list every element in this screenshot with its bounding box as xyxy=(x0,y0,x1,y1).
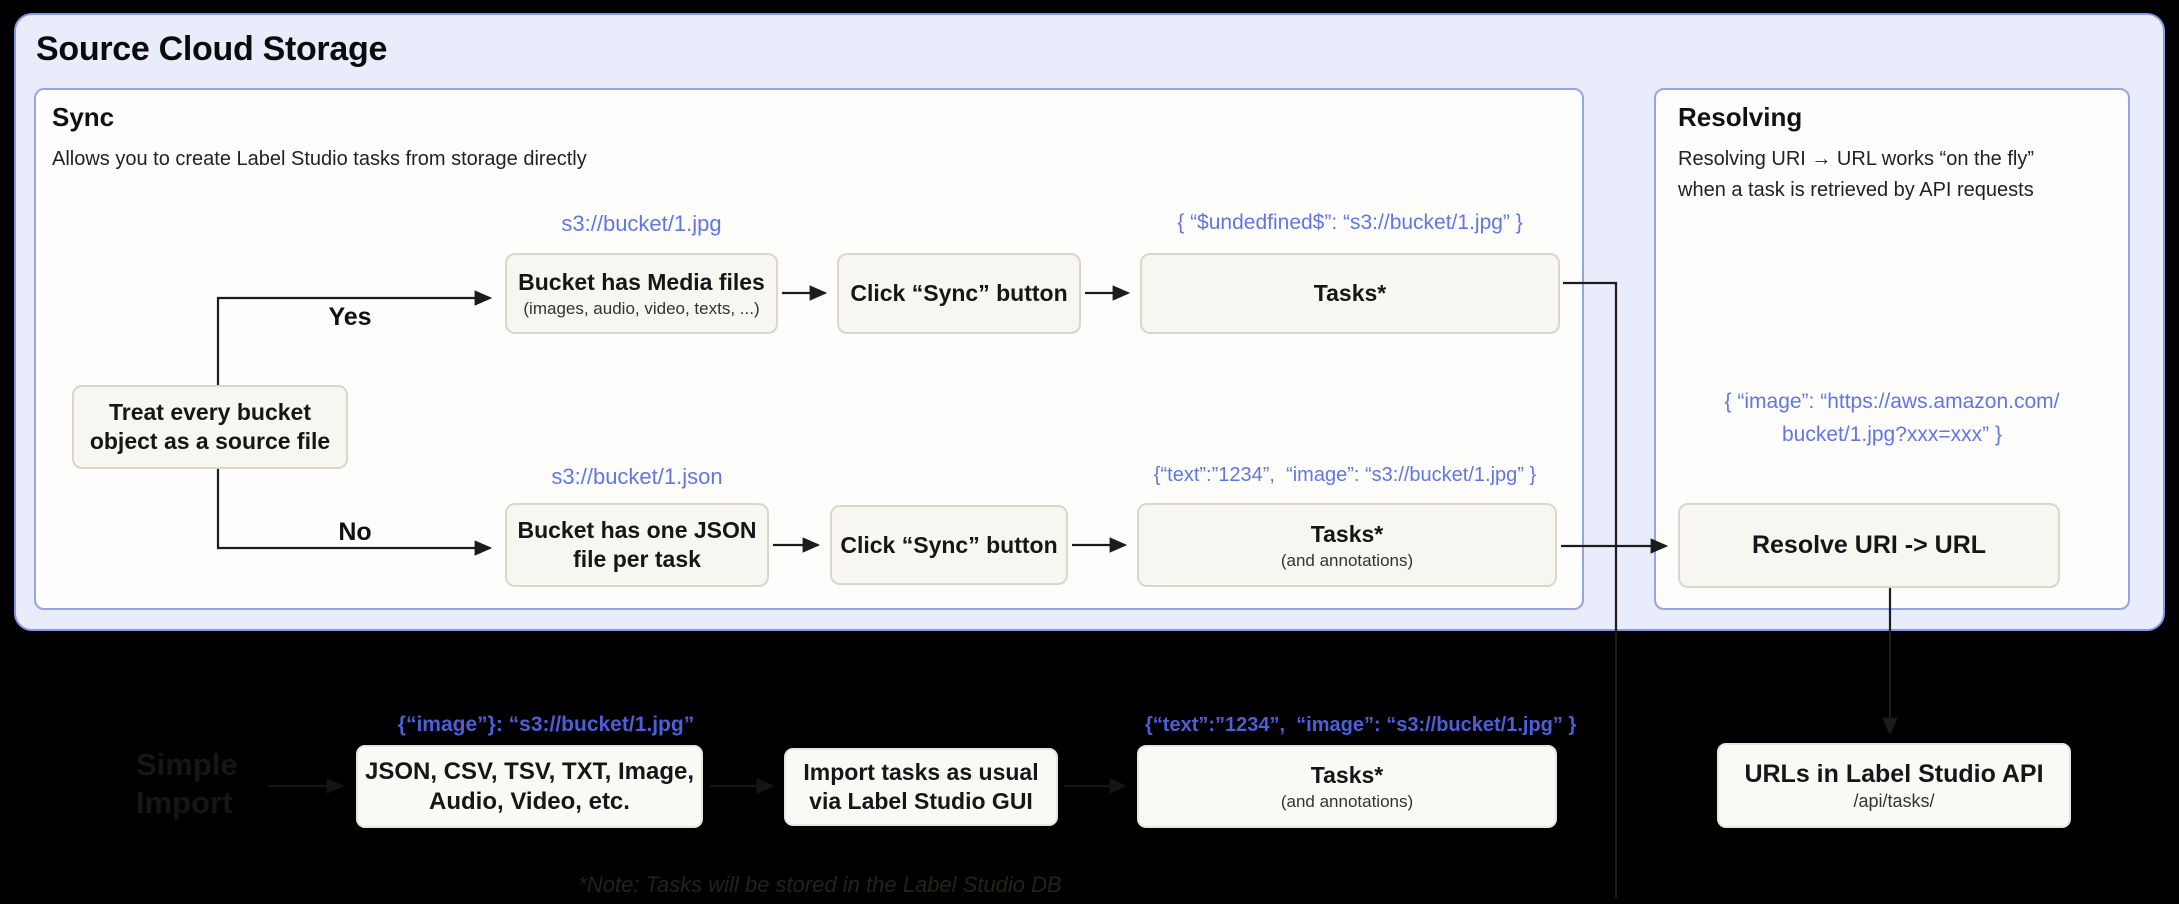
resolve-uri-url-node: Resolve URI -> URL xyxy=(1678,503,2060,588)
tasks-subtitle-row2: (and annotations) xyxy=(1280,550,1414,570)
resolving-description-line1: Resolving URI → URL works “on the fly” xyxy=(1678,148,2035,170)
decision-node: Treat every bucket object as a source fi… xyxy=(72,385,348,469)
api-urls-label: URLs in Label Studio API xyxy=(1744,760,2044,788)
sync-panel-description: Allows you to create Label Studio tasks … xyxy=(52,148,587,170)
sync-panel-title: Sync xyxy=(52,102,115,132)
resolve-uri-url-label: Resolve URI -> URL xyxy=(1751,531,1987,559)
simple-import-line2: Import xyxy=(136,785,233,820)
bucket-json-line1: Bucket has one JSON xyxy=(517,517,757,543)
resolving-panel-description: Resolving URI → URL works “on the fly” w… xyxy=(1678,144,2114,206)
tasks-json-label-bottom: {“text”:”1234”, “image”: “s3://bucket/1.… xyxy=(1145,714,1577,736)
bucket-json-node: Bucket has one JSON file per task xyxy=(505,503,769,587)
bucket-json-line2: file per task xyxy=(573,546,701,572)
media-uri-label: s3://bucket/1.jpg xyxy=(561,211,722,236)
tasks-label-row2: Tasks* xyxy=(1310,520,1384,547)
tasks-node-row1: Tasks* xyxy=(1140,253,1560,334)
tasks-subtitle-bottom: (and annotations) xyxy=(1280,792,1414,811)
page-title: Source Cloud Storage xyxy=(36,30,388,68)
import-gui-line2: via Label Studio GUI xyxy=(809,788,1033,814)
simple-import-label: Simple Import xyxy=(136,746,238,822)
tasks-node-row2: Tasks* (and annotations) xyxy=(1137,503,1557,587)
click-sync-label-row2: Click “Sync” button xyxy=(840,531,1058,558)
formats-line1: JSON, CSV, TSV, TXT, Image, xyxy=(364,757,694,785)
bucket-media-files-subtitle: (images, audio, video, texts, ...) xyxy=(523,299,760,318)
bucket-media-files-node: Bucket has Media files (images, audio, v… xyxy=(505,253,778,334)
tasks-json-label-row2: {“text”:”1234”, “image”: “s3://bucket/1.… xyxy=(1153,464,1537,486)
decision-line2: object as a source file xyxy=(89,428,331,454)
formats-json-label: {“image”}: “s3://bucket/1.jpg” xyxy=(397,713,695,736)
yes-branch-label: Yes xyxy=(328,303,372,331)
click-sync-node-row1: Click “Sync” button xyxy=(837,253,1081,334)
resolving-panel-title: Resolving xyxy=(1678,102,1803,132)
api-urls-node: URLs in Label Studio API /api/tasks/ xyxy=(1717,743,2071,828)
tasks-label-bottom: Tasks* xyxy=(1310,762,1384,788)
resolving-description-line2: when a task is retrieved by API requests xyxy=(1678,179,2034,201)
bucket-media-files-title: Bucket has Media files xyxy=(518,269,765,295)
resolving-json-line1: { “image”: “https://aws.amazon.com/ xyxy=(1724,390,2060,413)
decision-line1: Treat every bucket xyxy=(108,399,311,425)
api-urls-subtitle: /api/tasks/ xyxy=(1853,791,1935,811)
formats-line2: Audio, Video, etc. xyxy=(429,787,630,815)
import-gui-line1: Import tasks as usual xyxy=(803,759,1039,785)
formats-node: JSON, CSV, TSV, TXT, Image, Audio, Video… xyxy=(356,745,703,828)
click-sync-node-row2: Click “Sync” button xyxy=(830,505,1068,585)
tasks-node-bottom: Tasks* (and annotations) xyxy=(1137,745,1557,828)
resolving-json-line2: bucket/1.jpg?xxx=xxx” } xyxy=(1781,423,2003,446)
import-gui-node: Import tasks as usual via Label Studio G… xyxy=(784,748,1058,826)
footnote: *Note: Tasks will be stored in the Label… xyxy=(578,872,1062,897)
resolving-json-example: { “image”: “https://aws.amazon.com/ buck… xyxy=(1672,385,2112,451)
click-sync-label-row1: Click “Sync” button xyxy=(850,280,1068,306)
json-uri-label: s3://bucket/1.json xyxy=(551,464,723,489)
media-json-label: { “$undedfined$”: “s3://bucket/1.jpg” } xyxy=(1177,211,1523,234)
simple-import-line1: Simple xyxy=(136,747,238,782)
tasks-label-row1: Tasks* xyxy=(1313,280,1387,306)
no-branch-label: No xyxy=(338,518,372,546)
